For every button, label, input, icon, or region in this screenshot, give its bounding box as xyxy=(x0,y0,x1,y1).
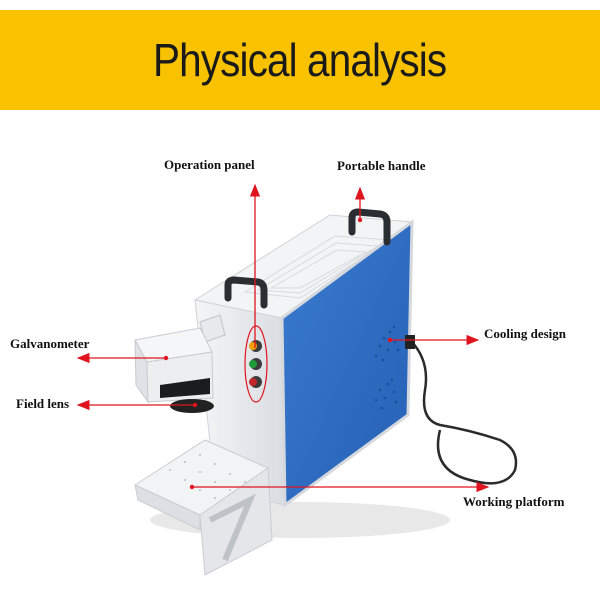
working-platform-dot xyxy=(189,484,195,490)
label-cooling-design: Cooling design xyxy=(484,326,566,341)
label-working-platform: Working platform xyxy=(463,494,565,509)
galvanometer-window xyxy=(160,378,210,398)
lift-scissor xyxy=(208,493,256,562)
operation-panel-highlight xyxy=(244,325,268,403)
label-galvanometer: Galvanometer xyxy=(10,336,90,351)
front-handle xyxy=(224,276,268,309)
platform-holes xyxy=(169,454,246,499)
label-portable-handle: Portable handle xyxy=(337,158,426,173)
working-platform-edge xyxy=(134,484,201,531)
cooling-design-dot xyxy=(387,337,393,343)
cooling-vents xyxy=(374,325,400,410)
portable-handle-dot xyxy=(357,217,363,223)
label-field-lens: Field lens xyxy=(16,396,70,411)
page-title: Physical analysis xyxy=(153,34,447,86)
blue-side-panel xyxy=(280,218,414,508)
top-handle xyxy=(348,208,391,246)
title-banner: Physical analysis xyxy=(0,10,600,110)
galvanometer-dot xyxy=(163,355,169,361)
field-lens-body xyxy=(170,399,214,413)
power-cable xyxy=(409,339,518,485)
field-lens-dot xyxy=(192,402,198,408)
power-plug xyxy=(405,335,415,349)
label-operation-panel: Operation panel xyxy=(164,157,255,172)
